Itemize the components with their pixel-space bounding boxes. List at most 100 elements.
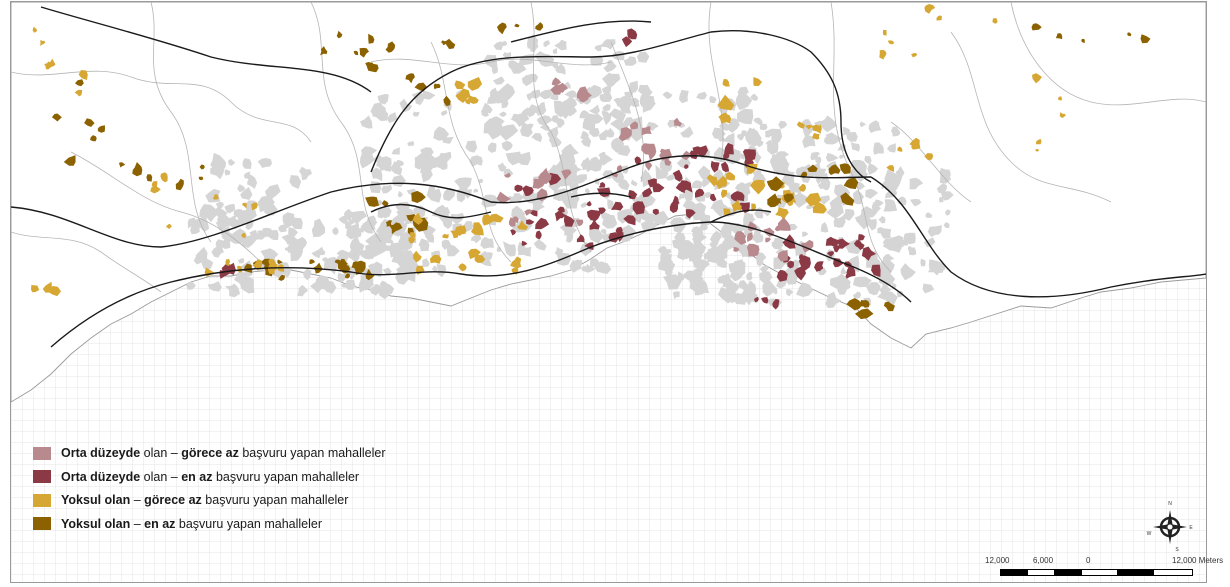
urban-patch	[617, 145, 631, 157]
legend-label: Yoksul olan – en az başvuru yapan mahall…	[61, 517, 322, 531]
urban-patch	[703, 253, 712, 261]
neighbourhood-patch	[497, 22, 507, 35]
neighbourhood-patch	[442, 233, 449, 239]
urban-patch	[311, 218, 325, 238]
road	[370, 203, 492, 219]
district-line	[11, 231, 162, 293]
urban-patch	[193, 255, 204, 265]
urban-patch	[344, 279, 356, 290]
neighbourhood-patch	[862, 299, 870, 308]
urban-patch	[241, 234, 257, 248]
urban-patch	[554, 39, 567, 51]
urban-patch	[399, 98, 413, 113]
urban-patch	[399, 257, 406, 264]
urban-patch	[817, 267, 827, 276]
legend-label: Orta düzeyde olan – görece az başvuru ya…	[61, 446, 386, 460]
urban-patch	[909, 177, 924, 190]
neighbourhood-patch	[51, 113, 62, 122]
district-line	[950, 31, 1112, 203]
neighbourhood-patch	[723, 152, 730, 160]
urban-patch	[696, 91, 707, 100]
urban-patch	[573, 174, 588, 185]
neighbourhood-patch	[586, 209, 601, 222]
neighbourhood-patch	[467, 77, 482, 91]
urban-patch	[882, 240, 903, 253]
urban-patch	[859, 121, 867, 128]
neighbourhood-patch	[839, 163, 851, 174]
urban-patch	[505, 151, 522, 166]
neighbourhood-patch	[84, 118, 95, 127]
urban-patch	[337, 272, 347, 283]
urban-patch	[240, 187, 253, 200]
urban-patch	[601, 110, 609, 119]
urban-patch	[839, 154, 845, 159]
urban-patch	[554, 247, 564, 257]
neighbourhood-patch	[90, 135, 97, 142]
neighbourhood-patch	[767, 193, 781, 208]
urban-patch	[940, 191, 954, 201]
neighbourhood-patch	[623, 215, 636, 226]
neighbourhood-patch	[511, 216, 519, 224]
district-line	[310, 2, 382, 243]
scale-bar: 12,000 6,000 0 12,000 Meters	[985, 556, 1225, 586]
urban-patch	[376, 156, 392, 171]
neighbourhood-patch	[632, 201, 645, 215]
neighbourhood-patch	[575, 219, 584, 227]
map-canvas[interactable]	[11, 2, 1206, 582]
urban-patch	[805, 205, 815, 210]
urban-patch	[594, 44, 602, 52]
urban-patch	[698, 214, 711, 227]
urban-patch	[374, 104, 387, 118]
urban-patch	[617, 208, 634, 224]
neighbourhood-patch	[861, 246, 877, 261]
urban-patch	[796, 282, 814, 297]
neighbourhood-patch	[731, 199, 742, 213]
neighbourhood-patch	[32, 26, 38, 33]
urban-patch	[601, 85, 612, 97]
urban-patch	[438, 151, 452, 165]
neighbourhood-patch	[746, 243, 760, 257]
neighbourhood-patch	[584, 242, 594, 250]
urban-patch	[238, 258, 245, 264]
scale-seg	[1000, 569, 1028, 576]
urban-patch	[698, 289, 705, 295]
neighbourhood-patch	[694, 188, 705, 198]
urban-patch	[343, 208, 355, 222]
neighbourhood-patch	[837, 238, 850, 249]
urban-patch	[759, 123, 768, 130]
urban-patch	[360, 115, 373, 129]
urban-patch	[237, 184, 246, 193]
urban-patch	[225, 283, 240, 298]
urban-patch	[608, 73, 621, 85]
urban-patch	[658, 259, 676, 273]
urban-patch	[561, 143, 579, 159]
urban-patch	[936, 183, 947, 194]
urban-patch	[826, 203, 844, 219]
neighbourhood-patch	[175, 178, 184, 191]
urban-patch	[340, 283, 347, 288]
neighbourhood-patch	[642, 126, 652, 134]
urban-patch	[289, 175, 302, 189]
urban-patch	[229, 228, 248, 244]
urban-patch	[216, 201, 224, 210]
neighbourhood-patch	[1081, 38, 1085, 44]
urban-patch	[751, 233, 763, 242]
urban-patch	[664, 269, 673, 276]
urban-patch	[943, 222, 950, 229]
neighbourhood-patch	[74, 89, 83, 97]
neighbourhood-patch	[522, 185, 534, 197]
urban-patch	[692, 180, 704, 189]
urban-patch	[525, 123, 533, 129]
urban-patch	[497, 83, 516, 101]
urban-patch	[738, 280, 749, 291]
road	[40, 6, 372, 93]
urban-patch	[801, 231, 809, 237]
neighbourhood-patch	[441, 40, 447, 46]
legend-text-1: –	[130, 516, 145, 531]
urban-patch	[285, 246, 292, 254]
neighbourhood-patch	[598, 182, 606, 188]
scale-label-zero: 0	[1086, 556, 1091, 565]
urban-patch	[257, 230, 266, 240]
urban-patch	[923, 237, 936, 248]
urban-patch	[820, 222, 829, 233]
